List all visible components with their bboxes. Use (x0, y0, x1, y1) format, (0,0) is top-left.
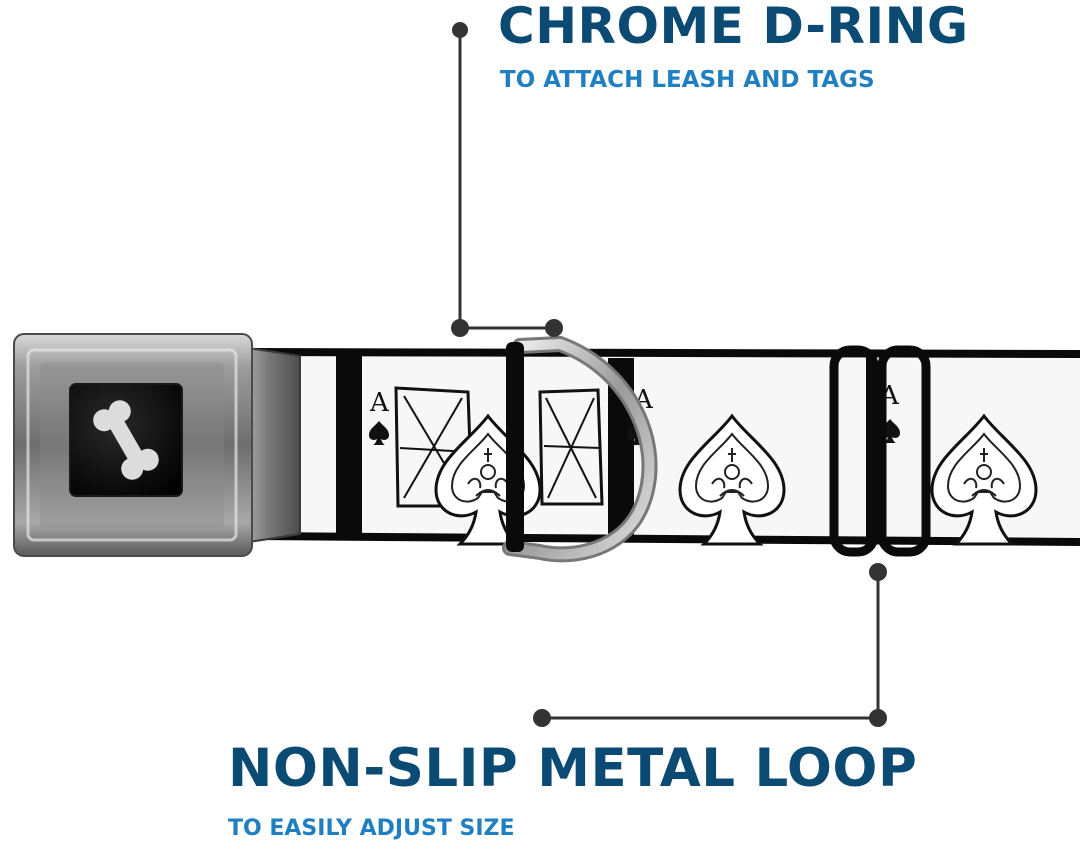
seatbelt-buckle (13, 333, 301, 557)
dring-feature-title: CHROME D-RING (498, 0, 969, 55)
loop-feature-subtitle: TO EASILY ADJUST SIZE (228, 816, 515, 841)
bone-icon (93, 400, 159, 480)
dring-callout-connector (451, 22, 563, 337)
metal-loop (829, 345, 931, 557)
d-ring (502, 335, 658, 563)
dring-feature-subtitle: TO ATTACH LEASH AND TAGS (500, 67, 875, 93)
card-rank-label: A (369, 388, 390, 418)
loop-callout-connector (533, 563, 887, 727)
loop-feature-title: NON-SLIP METAL LOOP (228, 738, 918, 799)
